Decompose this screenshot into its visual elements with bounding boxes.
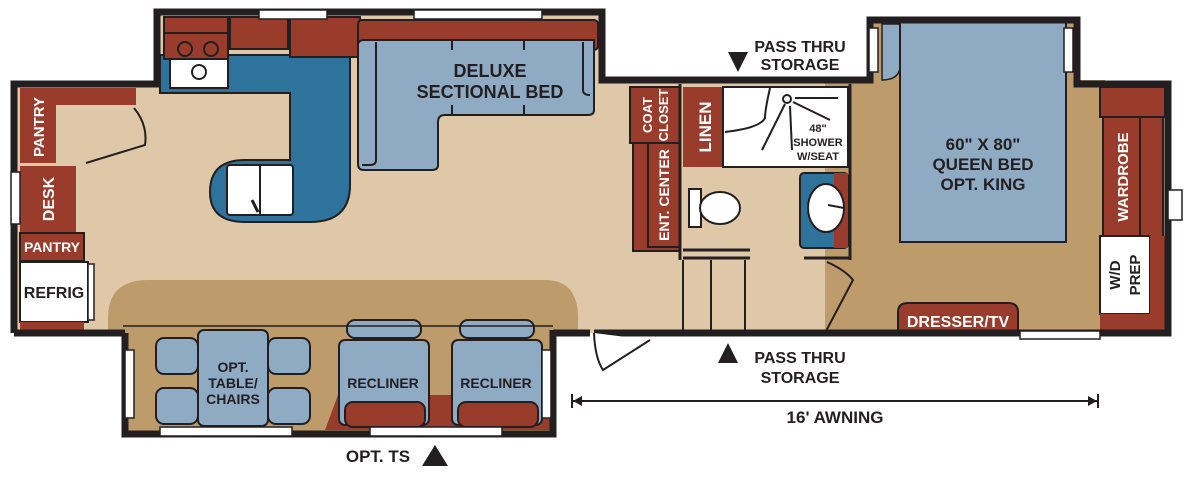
bed-label-2: QUEEN BED xyxy=(932,155,1033,174)
coat-label: COAT xyxy=(640,97,655,133)
opt-ts-label: OPT. TS xyxy=(346,447,410,466)
storage-bottom-1: PASS THRU xyxy=(754,350,845,367)
exterior-labels: PASS THRU STORAGE PASS THRU STORAGE 16' … xyxy=(346,39,1099,466)
wd-prep xyxy=(1099,235,1151,315)
windows xyxy=(10,9,1183,437)
shower-label-3: W/SEAT xyxy=(797,151,839,163)
dinette: OPT. TABLE/ CHAIRS xyxy=(155,329,311,427)
dresser-label: DRESSER/TV xyxy=(907,314,1010,331)
sofa-label-1: DELUXE xyxy=(453,61,526,81)
wardrobe-label: WARDROBE xyxy=(1115,132,1132,221)
ent-center-label: ENT. CENTER xyxy=(656,149,672,241)
prep-label: PREP xyxy=(1127,255,1144,296)
linen-label: LINEN xyxy=(696,102,715,153)
bedroom: 60" X 80" QUEEN BED OPT. KING WARDROBE W… xyxy=(881,21,1166,334)
refrig-label: REFRIG xyxy=(24,285,84,302)
recliner-left-label: RECLINER xyxy=(347,375,419,391)
bed-label-1: 60" X 80" xyxy=(946,135,1021,154)
shower-label-2: SHOWER xyxy=(793,137,843,149)
storage-top-2: STORAGE xyxy=(761,57,840,74)
left-cabinets: PANTRY DESK PANTRY REFRIG xyxy=(19,88,147,333)
shower xyxy=(722,86,849,168)
closet-label: CLOSET xyxy=(656,89,671,142)
hall-bath: COAT CLOSET ENT. CENTER LINEN 48" SHOWER… xyxy=(629,86,855,334)
dinette-label-3: CHAIRS xyxy=(206,391,260,407)
pantry-top-label: PANTRY xyxy=(31,97,48,157)
bed-label-3: OPT. KING xyxy=(940,175,1025,194)
sofa-label-2: SECTIONAL BED xyxy=(417,82,564,102)
stove-icon xyxy=(169,57,229,89)
recliners: RECLINER RECLINER xyxy=(325,319,550,430)
bed xyxy=(899,21,1067,243)
storage-bottom-2: STORAGE xyxy=(761,370,840,387)
kitchen-counter xyxy=(159,54,351,223)
dinette-label-1: OPT. xyxy=(217,359,248,375)
door-icon xyxy=(824,261,855,334)
desk-label: DESK xyxy=(41,176,58,221)
entry-door-icon xyxy=(593,332,651,372)
arrow-up-icon xyxy=(718,343,738,363)
storage-top-1: PASS THRU xyxy=(754,39,845,56)
recliner-right-label: RECLINER xyxy=(460,375,532,391)
door-icon xyxy=(85,107,147,164)
shower-label-1: 48" xyxy=(809,123,826,135)
dinette-label-2: TABLE/ xyxy=(208,375,258,391)
sectional-sofa: DELUXE SECTIONAL BED xyxy=(357,39,595,171)
wd-label: W/D xyxy=(1107,260,1124,289)
arrow-up-icon xyxy=(422,445,448,466)
awning-label: 16' AWNING xyxy=(787,408,884,427)
arrow-down-icon xyxy=(728,52,748,72)
pantry-bottom-label: PANTRY xyxy=(24,239,81,255)
